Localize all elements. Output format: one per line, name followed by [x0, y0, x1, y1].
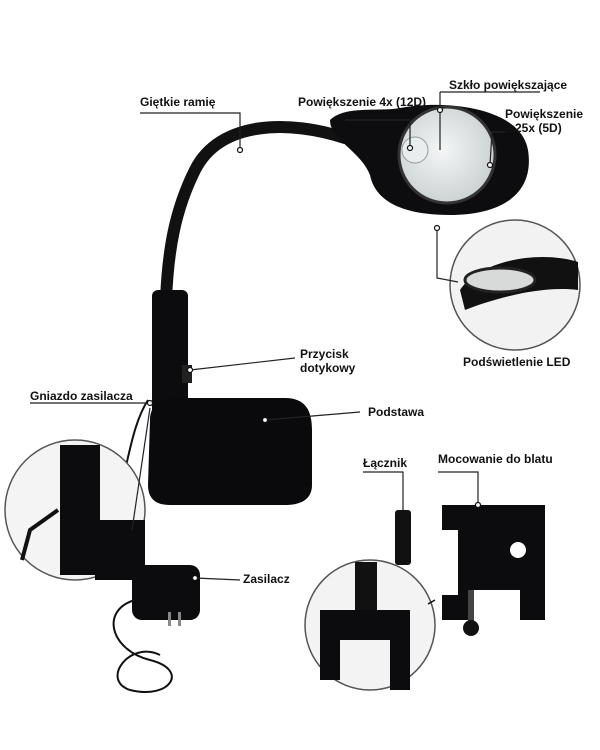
lamp-base	[148, 398, 312, 505]
label-flexible-arm: Giętkie ramię	[140, 95, 216, 109]
label-line: 2.25x (5D)	[505, 121, 562, 135]
label-power-adapter: Zasilacz	[243, 572, 290, 586]
label-line: Przycisk	[300, 347, 349, 361]
label-desk-clamp: Mocowanie do blatu	[438, 452, 553, 466]
power-adapter	[132, 565, 200, 620]
connector-part	[395, 510, 411, 565]
label-base: Podstawa	[368, 405, 425, 419]
flexible-arm	[160, 121, 351, 306]
label-line: dotykowy	[300, 361, 356, 375]
touch-button	[182, 365, 192, 383]
label-line: Powiększenie	[505, 107, 584, 121]
label-connector: Łącznik	[363, 456, 408, 470]
magnifying-lens	[397, 105, 497, 205]
small-lens	[401, 136, 429, 164]
desk-clamp	[442, 505, 545, 620]
label-magnification-2-25x: Powiększenie 2.25x (5D)	[505, 107, 583, 135]
pointer-dots	[146, 106, 494, 582]
label-magnifying-glass: Szkło powiększające	[449, 78, 568, 92]
leader-lines	[30, 91, 540, 581]
label-led: Podświetlenie LED	[463, 355, 571, 369]
label-power-socket: Gniazdo zasilacza	[30, 389, 133, 403]
label-magnification-4x: Powiększenie 4x (12D)	[298, 95, 427, 109]
label-touch-button: Przycisk dotykowy	[300, 347, 355, 375]
